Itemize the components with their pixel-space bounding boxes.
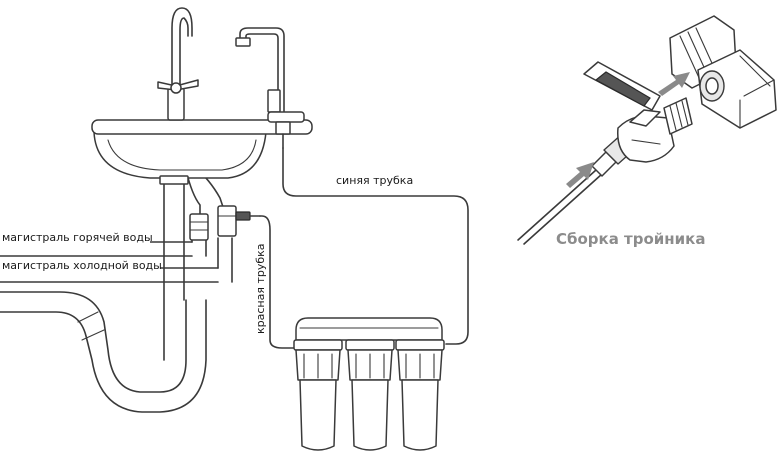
mixer-faucet-icon bbox=[157, 7, 199, 121]
filter-housing-icon bbox=[395, 339, 445, 451]
assembly-arrow-icon bbox=[658, 72, 690, 96]
red-tube-line bbox=[259, 215, 297, 349]
filter-system bbox=[293, 317, 445, 451]
drinking-water-faucet-icon bbox=[235, 27, 305, 149]
cold-water-main-label: магистраль холодной воды bbox=[2, 259, 162, 272]
drain-trap bbox=[0, 291, 207, 413]
sink bbox=[91, 119, 313, 185]
blue-tube-label: синяя трубка bbox=[336, 174, 413, 187]
filter-housing-icon bbox=[345, 339, 395, 451]
tee-assembly-detail bbox=[517, 15, 777, 245]
assembly-arrow-icon bbox=[566, 162, 594, 188]
sink-plumbing bbox=[163, 165, 225, 361]
filter-housing-icon bbox=[293, 339, 343, 451]
red-tube-label: красная трубка bbox=[254, 243, 267, 334]
tee-valve-icon bbox=[217, 205, 261, 237]
blue-tube-line bbox=[282, 147, 469, 345]
tee-assembly-caption: Сборка тройника bbox=[556, 230, 705, 248]
hot-water-main-label: магистраль горячей воды bbox=[2, 231, 153, 244]
